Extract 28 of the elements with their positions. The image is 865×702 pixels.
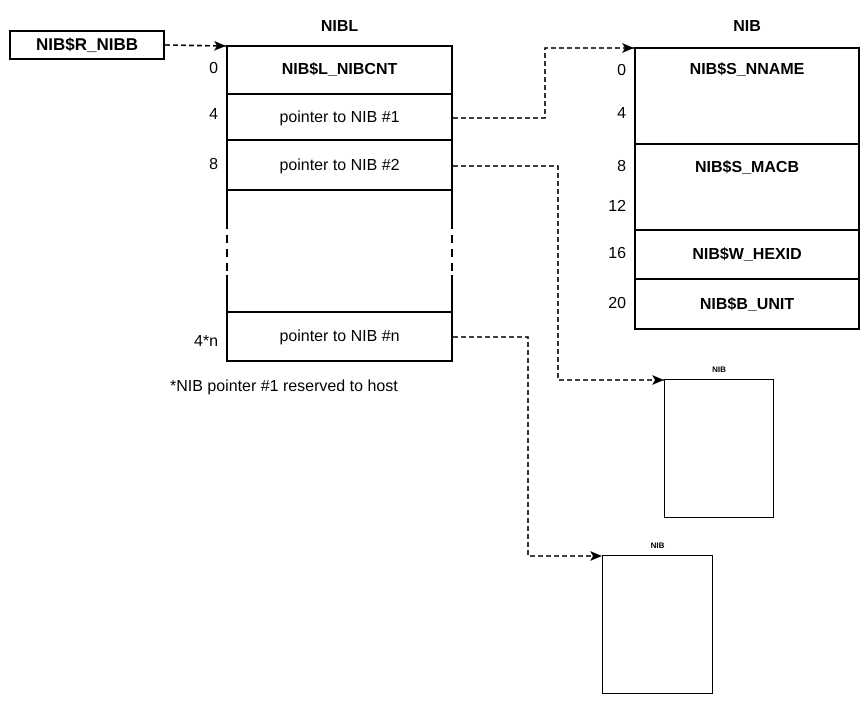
- record-title: NIB: [732, 19, 762, 35]
- record-title: NIB: [711, 366, 727, 374]
- field-name: NIB$S_NNAME: [690, 60, 804, 79]
- pointer-arrow: [164, 40, 226, 51]
- field-name: NIB$L_NIBCNT: [282, 60, 398, 78]
- pointer-arrow: [453, 336, 602, 561]
- pointer-arrow: [453, 43, 634, 119]
- record-title: NIBL: [320, 19, 360, 35]
- field-name: NIB$S_MACB: [694, 158, 799, 177]
- footnote: *NIB pointer #1 reserved to host: [170, 378, 398, 396]
- offset-label: 16: [608, 245, 626, 263]
- record-title: NIB: [650, 542, 666, 550]
- offset-label: 4: [209, 106, 218, 124]
- offset-label: 4*n: [194, 333, 218, 351]
- field-name: NIB$W_HEXID: [692, 245, 802, 264]
- variable-box: NIB$R_NIBB: [9, 30, 165, 60]
- offset-label: 20: [608, 295, 626, 313]
- offset-label: 8: [617, 158, 626, 176]
- field-name: NIB$B_UNIT: [700, 294, 794, 314]
- pointer-arrow: [453, 165, 664, 385]
- field-name: pointer to NIB #1: [279, 108, 400, 126]
- offset-label: 0: [209, 60, 218, 78]
- field-name: pointer to NIB #n: [279, 326, 400, 346]
- offset-label: 12: [608, 198, 626, 216]
- offset-label: 4: [617, 105, 626, 123]
- offset-label: 8: [209, 156, 218, 174]
- offset-label: 0: [617, 62, 626, 80]
- field-name: pointer to NIB #2: [279, 156, 400, 174]
